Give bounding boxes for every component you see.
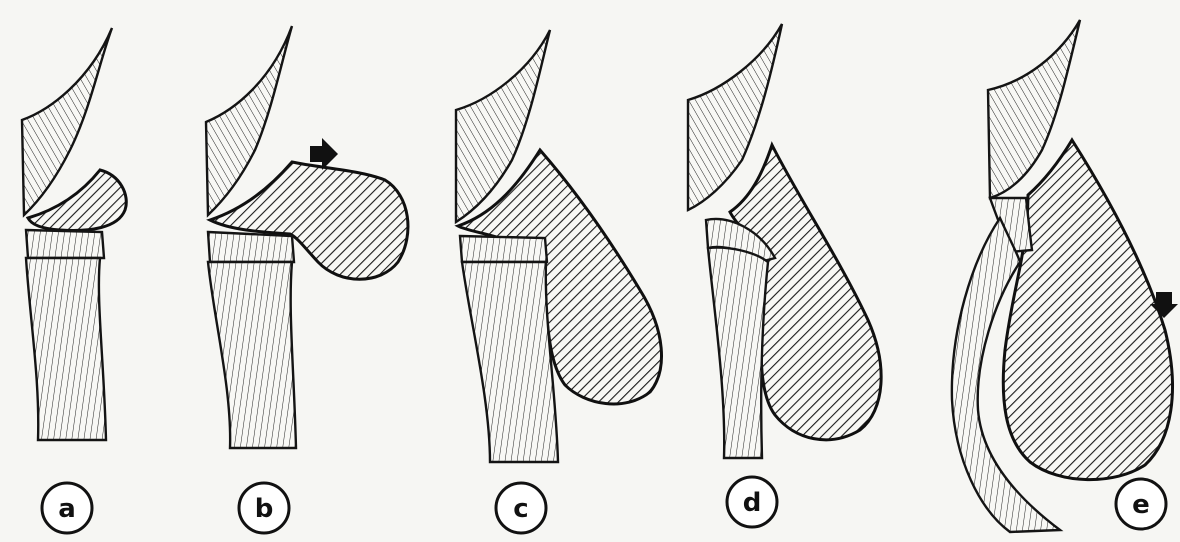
- stage-d-label: d: [727, 477, 777, 527]
- stage-d-lower-muscle: [708, 248, 768, 458]
- stage-b-illustration: [206, 26, 408, 448]
- stage-a-lower-muscle: [26, 258, 106, 440]
- stage-e-illustration: [952, 20, 1178, 532]
- stage-a-label: a: [42, 483, 92, 533]
- stage-a-illustration: [22, 28, 126, 440]
- stage-c-band: [460, 236, 547, 262]
- stage-c-label-text: c: [513, 494, 528, 524]
- stage-e-pouch: [1003, 140, 1172, 480]
- stage-b-label: b: [239, 483, 289, 533]
- stage-d-label-text: d: [743, 488, 762, 518]
- stage-c-lower-muscle: [462, 262, 558, 462]
- stage-a-label-text: a: [58, 494, 76, 524]
- stage-c-label: c: [496, 483, 546, 533]
- stage-c-illustration: [456, 30, 661, 462]
- stage-e-label: e: [1116, 479, 1166, 529]
- stage-b-label-text: b: [255, 494, 274, 524]
- stage-d-illustration: [688, 24, 881, 458]
- stage-b-band: [208, 232, 294, 262]
- stage-b-lower-muscle: [208, 262, 296, 448]
- stage-e-label-text: e: [1132, 490, 1150, 520]
- stage-a-band: [26, 230, 104, 258]
